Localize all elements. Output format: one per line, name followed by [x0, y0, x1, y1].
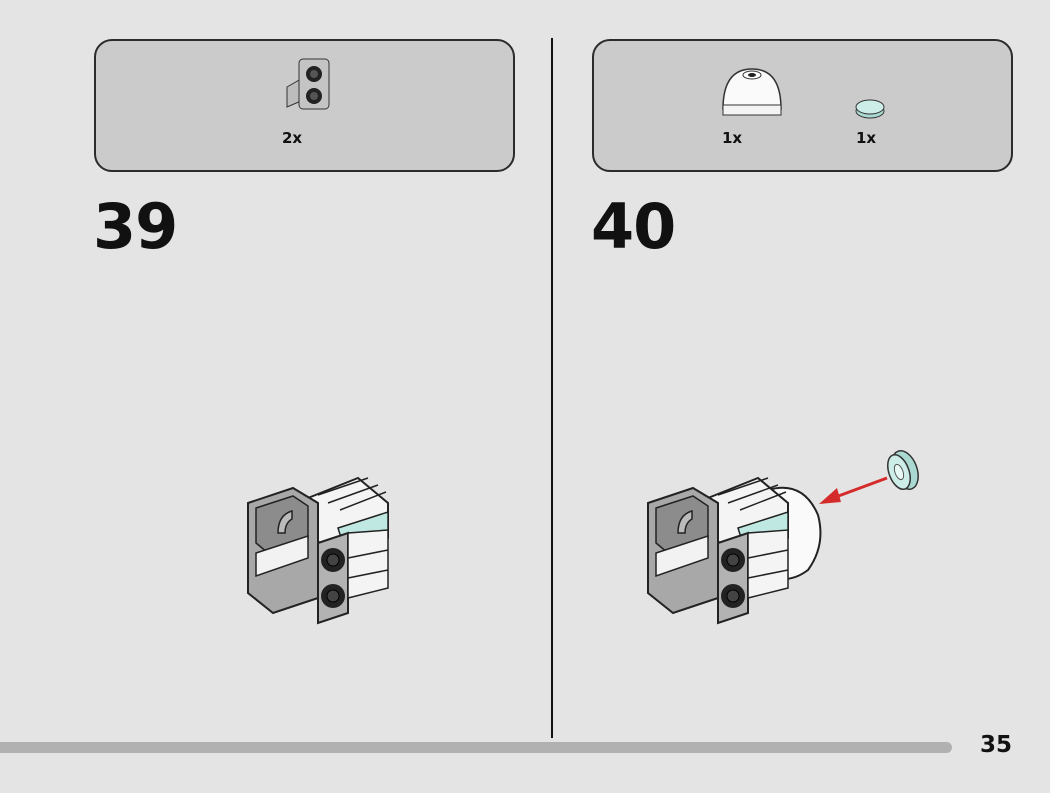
step-divider	[551, 38, 553, 738]
part-quantity: 2x	[282, 129, 303, 147]
assembly-arrow-icon	[819, 450, 919, 504]
model-assembly-step-40	[647, 477, 822, 624]
page-number: 35	[980, 732, 1013, 758]
step-number: 39	[93, 190, 178, 263]
round-tile-part-icon	[855, 99, 885, 119]
part-quantity: 1x	[722, 129, 743, 147]
page-progress-bar	[0, 742, 952, 753]
model-assembly-step-39	[247, 477, 389, 624]
dome-part-icon	[722, 68, 782, 116]
bracket-part-icon	[286, 58, 330, 110]
parts-callout-step-39: 2x	[94, 39, 515, 172]
step-number: 40	[591, 190, 676, 263]
round-tile-part	[887, 450, 919, 491]
part-quantity: 1x	[856, 129, 877, 147]
parts-callout-step-40: 1x 1x	[592, 39, 1013, 172]
